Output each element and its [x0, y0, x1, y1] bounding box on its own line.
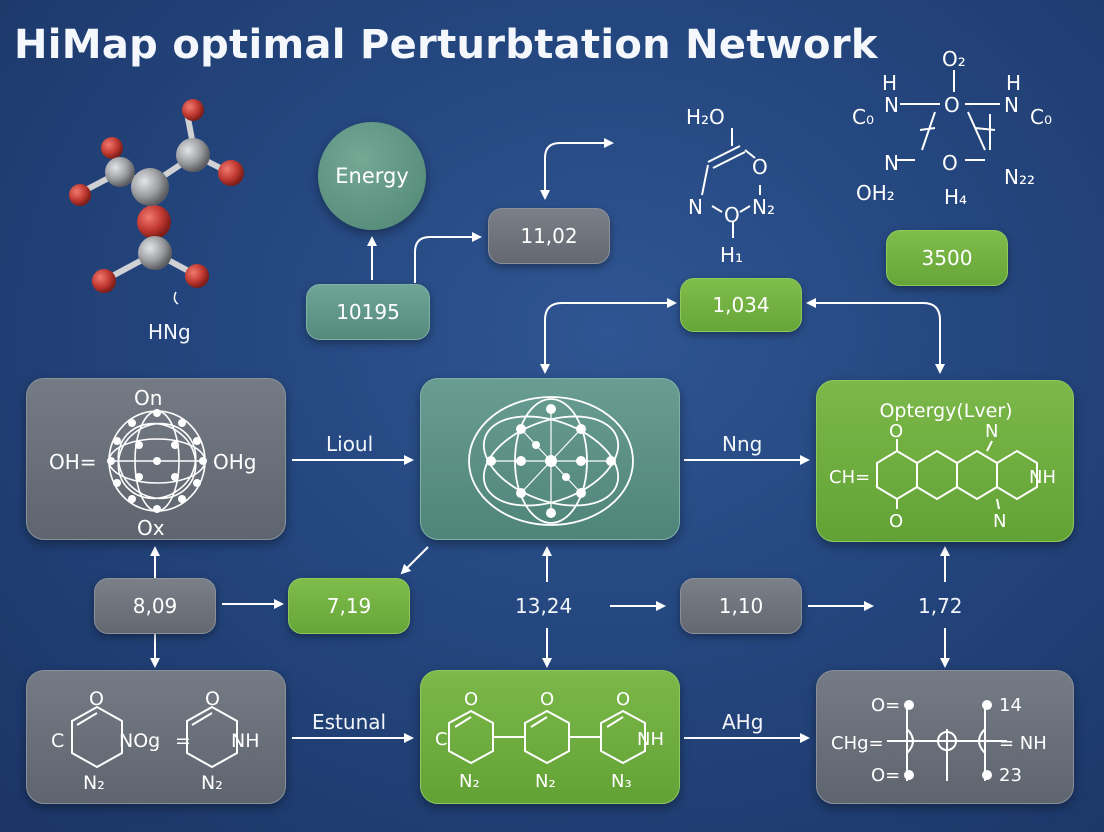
value-node-1034[interactable]: 1,034 [680, 278, 802, 332]
energy-node-label: Energy [335, 164, 409, 188]
bc-n2-b: N₂ [535, 771, 556, 792]
br-chg: CHg= [831, 733, 884, 754]
struct-b-h-right: H [1006, 71, 1021, 95]
edge-label-right-top: Nng [722, 432, 763, 456]
bc-o-b: O [540, 689, 554, 710]
value-node-1034-text: 1,034 [712, 293, 770, 317]
optergy-n-bottom: N [993, 511, 1006, 532]
bottom-center-structure-graphic: O O O C NH N₂ N₂ N₃ [435, 689, 664, 792]
node-center-hub[interactable] [420, 378, 680, 540]
struct-a-h1: H₁ [720, 243, 743, 267]
edge-label-left-top: Lioul [326, 432, 374, 456]
optergy-o-bottom: O [889, 511, 903, 532]
bc-o-a: O [464, 689, 478, 710]
struct-b-co-left: C₀ [852, 105, 874, 129]
struct-b-h-left: H [882, 71, 897, 95]
struct-b-h4: H₄ [944, 185, 967, 209]
node-optergy[interactable]: Optergy(Lver) O N CH= NH O N [816, 380, 1074, 542]
struct-b-n2: N [1004, 93, 1019, 117]
bl-o-b: O [205, 688, 220, 710]
br-o-top: O= [871, 695, 900, 716]
arrow-loop-top [544, 138, 614, 195]
struct-b-o-top: O [944, 93, 960, 117]
value-node-719[interactable]: 7,19 [288, 578, 410, 634]
value-node-110[interactable]: 1,10 [680, 578, 802, 634]
optergy-structure-graphic: Optergy(Lver) O N CH= NH O N [829, 400, 1056, 532]
molecule-3d-model [69, 99, 244, 305]
br-o-bot: O= [871, 765, 900, 786]
value-node-809-text: 8,09 [132, 594, 178, 618]
optergy-ch: CH= [829, 467, 870, 488]
struct-b-co-right: C₀ [1030, 105, 1052, 129]
arrows [150, 138, 950, 743]
struct-a-h2o: H₂O [686, 105, 725, 129]
value-node-3500-text: 3500 [921, 246, 973, 270]
bc-c: C [435, 729, 448, 750]
bl-nh: NH [231, 730, 260, 752]
hub-network-graphic [468, 396, 634, 526]
sphere-network-graphic: On OH= OHg Ox [49, 386, 256, 540]
bl-n2-b: N₂ [201, 772, 223, 794]
struct-a-n2: N₂ [752, 195, 775, 219]
energy-node[interactable]: Energy [318, 122, 426, 230]
arrow-10195-to-1102 [414, 232, 482, 283]
bc-n3: N₃ [611, 771, 632, 792]
bl-eq: = [175, 730, 191, 752]
br-14: 14 [999, 695, 1022, 716]
value-node-1102-text: 11,02 [520, 224, 578, 248]
edge-label-left-bottom: Estunal [312, 710, 387, 734]
node-bottom-left[interactable]: O C NOg = O NH N₂ N₂ [26, 670, 286, 804]
tl-left-label: OH= [49, 450, 97, 474]
bc-nh: NH [637, 729, 664, 750]
node-bottom-center[interactable]: O O O C NH N₂ N₂ N₃ [420, 670, 680, 804]
value-node-10195[interactable]: 10195 [306, 284, 430, 340]
value-node-110-text: 1,10 [718, 594, 764, 618]
tl-right-label: OHg [213, 450, 256, 474]
struct-b-o-mid: O [942, 151, 958, 175]
node-bottom-right[interactable]: O= CHg= O= 14 = NH 23 [816, 670, 1074, 804]
bottom-left-structure-graphic: O C NOg = O NH N₂ N₂ [51, 688, 260, 794]
arrow-center-to-1034 [544, 298, 677, 372]
struct-a-o2: O [724, 203, 740, 227]
struct-a-n: N [688, 195, 703, 219]
bl-nog: NOg [119, 730, 160, 752]
arrow-right-to-1034 [806, 298, 941, 370]
structure-a [701, 128, 761, 238]
molecule-3d-label: HNg [148, 320, 191, 344]
value-label-1324: 13,24 [515, 594, 573, 618]
value-node-1102[interactable]: 11,02 [488, 208, 610, 264]
diagram-title: HiMap optimal Perturbtation Network [14, 22, 878, 68]
value-node-3500[interactable]: 3500 [886, 230, 1008, 286]
optergy-nh: NH [1029, 467, 1056, 488]
optergy-o-top: O [889, 421, 903, 442]
node-top-left[interactable]: On OH= OHg Ox [26, 378, 286, 540]
struct-b-n1: N [884, 93, 899, 117]
value-node-809[interactable]: 8,09 [94, 578, 216, 634]
bl-n2-a: N₂ [83, 772, 105, 794]
bottom-right-structure-graphic: O= CHg= O= 14 = NH 23 [831, 695, 1047, 786]
bc-n2-a: N₂ [459, 771, 480, 792]
struct-b-n-left: N [884, 151, 899, 175]
edge-label-right-bottom: AHg [722, 710, 764, 734]
optergy-title: Optergy(Lver) [879, 400, 1012, 422]
struct-b-oh2: OH₂ [856, 181, 895, 205]
tl-bottom-label: Ox [137, 516, 165, 540]
structure-b [895, 70, 1000, 161]
br-eq-nh: = NH [999, 733, 1047, 754]
struct-b-n22: N₂₂ [1004, 165, 1035, 189]
arrow-center-to-719 [400, 546, 429, 575]
tl-top-label: On [134, 386, 162, 410]
value-node-10195-text: 10195 [336, 300, 400, 324]
struct-a-o: O [752, 155, 768, 179]
optergy-n-top: N [985, 421, 998, 442]
br-23: 23 [999, 765, 1022, 786]
bl-o-a: O [89, 688, 104, 710]
struct-b-o2: O₂ [942, 47, 966, 71]
bl-c: C [51, 730, 64, 752]
bc-o-c: O [616, 689, 630, 710]
value-node-719-text: 7,19 [326, 594, 372, 618]
value-label-172: 1,72 [918, 594, 963, 618]
